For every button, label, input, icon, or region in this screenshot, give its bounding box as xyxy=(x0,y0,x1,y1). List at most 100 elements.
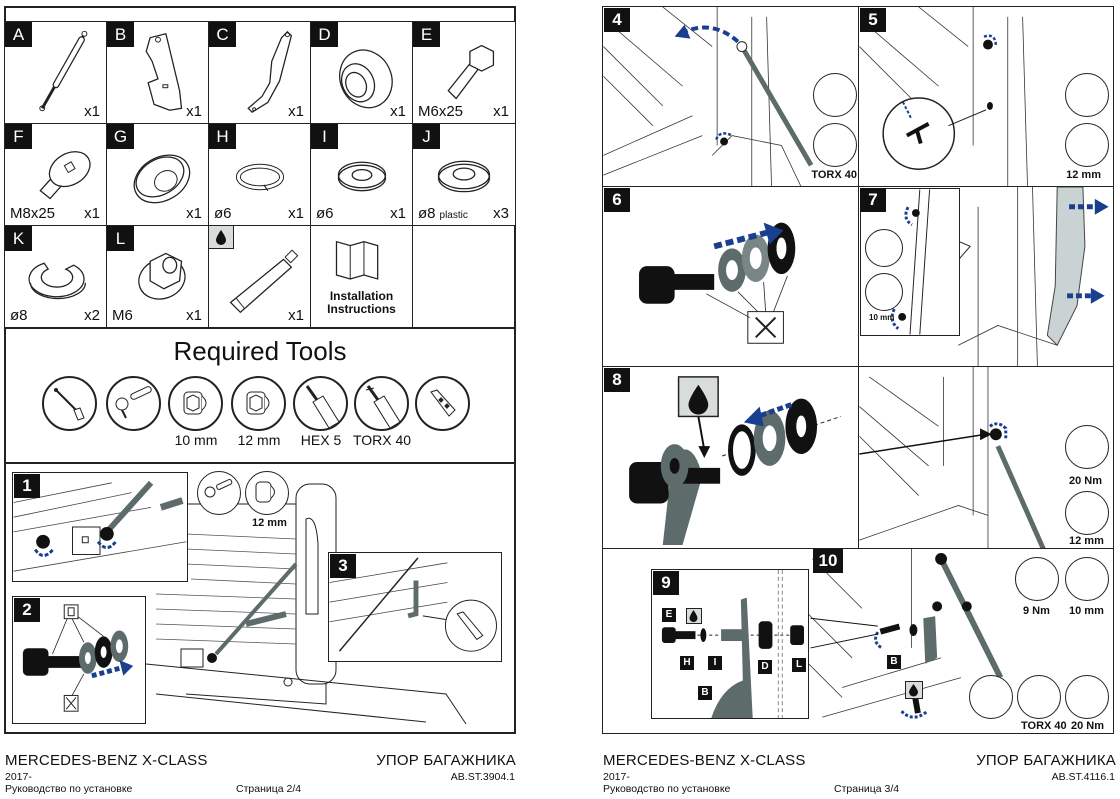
footer-code: AB.ST.3904.1 xyxy=(450,771,515,783)
part-label: E xyxy=(413,22,440,47)
part-e: E M6x25 x1 xyxy=(412,21,516,124)
gas-strut-icon xyxy=(39,30,88,112)
socket-10mm-icon xyxy=(168,376,223,431)
part-quantity: x1 xyxy=(186,103,202,120)
socket-icon xyxy=(865,273,903,311)
part-quantity: x1 xyxy=(288,205,304,222)
part-b-label: B xyxy=(698,686,712,700)
part-quantity: x1 xyxy=(84,103,100,120)
footer-year: 2017- xyxy=(603,771,630,783)
step-10-illustration xyxy=(802,549,1004,719)
step-1-inset: 1 xyxy=(12,472,188,582)
torque-wrench-icon xyxy=(1015,557,1059,601)
part-spec: M6 xyxy=(112,307,133,324)
grease-drop-icon xyxy=(905,681,923,699)
part-label: I xyxy=(311,124,338,149)
strut-install-illustration xyxy=(859,367,1046,549)
footer-product: УПОР БАГАЖНИКА xyxy=(376,752,516,769)
part-k: K ø8 x2 xyxy=(4,225,107,328)
ratchet-icon xyxy=(197,471,241,515)
part-h: H ø6 x1 xyxy=(208,123,311,226)
step-number: 8 xyxy=(604,368,630,392)
footer-page-number: Страница 2/4 xyxy=(236,783,302,795)
bushing-icon xyxy=(339,49,393,109)
part-label: C xyxy=(209,22,236,47)
bracket-b-icon xyxy=(145,32,183,111)
torque-wrench-icon xyxy=(1065,425,1109,469)
footer-product: УПОР БАГАЖНИКА xyxy=(976,752,1116,769)
part-quantity: x1 xyxy=(186,307,202,324)
footer-brand: MERCEDES-BENZ X-CLASS xyxy=(5,752,208,769)
part-label: H xyxy=(209,124,236,149)
step-4-panel: TORX 40 4 xyxy=(602,6,860,188)
step-number: 7 xyxy=(860,188,886,212)
footer-code: AB.ST.4116.1 xyxy=(1051,771,1115,783)
c-clip-icon xyxy=(28,262,87,300)
socket-size-callout: 12 mm xyxy=(1066,169,1101,181)
part-g: G x1 xyxy=(106,123,209,226)
part-quantity: x2 xyxy=(84,307,100,324)
socket-size-callout: 10 mm xyxy=(869,313,895,322)
step-9-inset: 9 E H I D L B xyxy=(651,569,809,719)
part-quantity: x3 xyxy=(493,205,509,222)
step-6-panel: 6 xyxy=(602,186,860,368)
part-c: C x1 xyxy=(208,21,311,124)
grease-tag xyxy=(209,226,234,249)
torque-callout: 20 Nm xyxy=(1069,475,1103,487)
folded-manual-icon xyxy=(335,240,379,280)
socket-size-callout: 10 mm xyxy=(1069,605,1104,617)
part-b: B x1 xyxy=(106,21,209,124)
tool-label: 12 mm xyxy=(237,432,281,448)
step-3-illustration xyxy=(329,557,497,652)
socket-icon xyxy=(1065,557,1109,601)
part-i-label: I xyxy=(708,656,722,670)
step-8-panel: 8 xyxy=(602,366,860,550)
part-spec: ø6 xyxy=(214,205,232,222)
step-7-inset-illustration xyxy=(890,189,931,335)
step-number: 5 xyxy=(860,8,886,32)
spring-washer-icon xyxy=(235,163,285,192)
torx-callout: TORX 40 xyxy=(811,169,857,181)
torque-wrench-icon xyxy=(1065,675,1109,719)
ratchet-icon xyxy=(1065,73,1109,117)
footer-brand: MERCEDES-BENZ X-CLASS xyxy=(603,752,806,769)
part-label: K xyxy=(5,226,32,251)
required-tools-title: Required Tools xyxy=(173,336,347,366)
torque-callout: 9 Nm xyxy=(1023,605,1050,617)
part-h-label: H xyxy=(680,656,694,670)
step-number: 9 xyxy=(653,571,679,595)
footer-doc-type: Руководство по установке xyxy=(5,783,133,795)
part-spec: ø8 xyxy=(10,307,28,324)
socket-size-callout: 12 mm xyxy=(252,517,287,529)
part-spec-note: plastic xyxy=(439,210,468,221)
step-5-panel: 12 mm 5 xyxy=(858,6,1114,188)
part-f: F M8x25 x1 xyxy=(4,123,107,226)
step-2-illustration xyxy=(22,604,134,712)
part-grease: x1 xyxy=(208,225,311,328)
tool-label: 10 mm xyxy=(174,432,218,448)
socket-12mm-icon xyxy=(231,376,286,431)
part-label: J xyxy=(413,124,440,149)
step-9-illustration xyxy=(661,570,804,718)
hex-screwdriver-icon xyxy=(293,376,348,431)
part-d-label: D xyxy=(758,660,772,674)
part-quantity: x1 xyxy=(390,205,406,222)
part-label: F xyxy=(5,124,32,149)
truck-bed-illustration xyxy=(145,483,467,725)
footer-year: 2017- xyxy=(5,771,32,783)
step-7-inset: 10 mm xyxy=(860,188,960,336)
divider xyxy=(4,327,516,329)
step-7-panel: 10 mm 7 xyxy=(858,186,1114,368)
socket-icon xyxy=(1065,491,1109,535)
step-1-illustration xyxy=(13,480,187,572)
step-10-panel: 10 B 9 Nm 10 mm TORX 40 20 Nm 9 E xyxy=(602,548,1114,734)
step-number: 4 xyxy=(604,8,630,32)
torx-screwdriver-icon xyxy=(1017,675,1061,719)
torx-screwdriver-icon xyxy=(813,123,857,167)
utility-knife-icon xyxy=(415,376,470,431)
flat-washer-icon xyxy=(337,161,387,192)
step-8-illustration xyxy=(629,376,841,546)
part-spec-size: ø8 xyxy=(418,205,436,222)
step-number: 10 xyxy=(813,549,843,573)
step-number: 2 xyxy=(14,598,40,622)
